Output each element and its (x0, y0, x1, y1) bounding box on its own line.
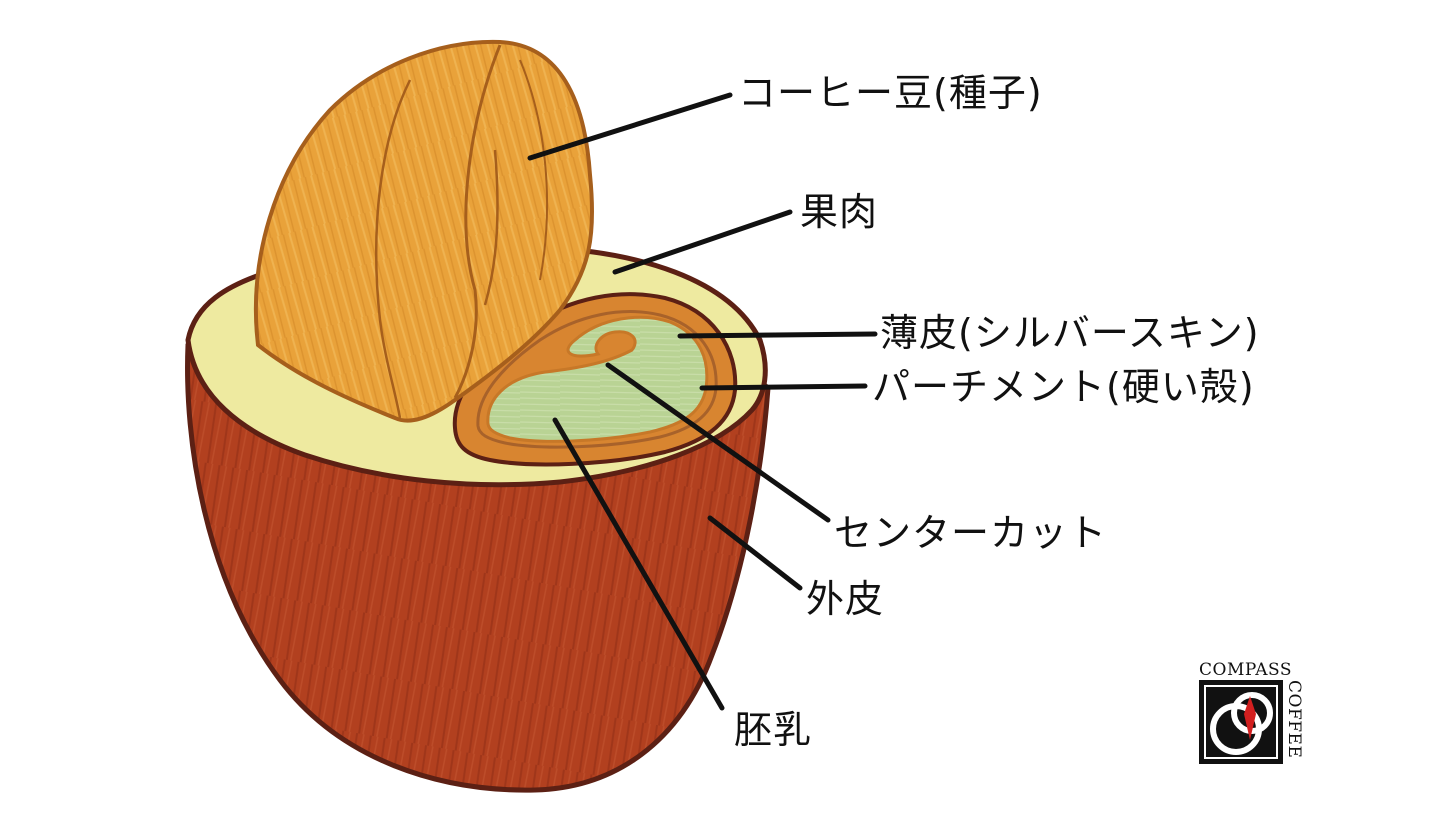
compass-coffee-logo: COMPASS COFFEE (1199, 660, 1304, 764)
logo-text-compass: COMPASS (1199, 660, 1292, 680)
label-coffee-bean: コーヒー豆(種子) (738, 71, 1043, 115)
logo-text-coffee: COFFEE (1284, 680, 1304, 758)
leader-line-silver-skin (677, 331, 878, 339)
endosperm-shape (486, 315, 709, 443)
bean-crease-line (519, 59, 549, 281)
label-outer-skin: 外皮 (806, 577, 885, 621)
leader-line-parchment (699, 383, 868, 391)
leader-line-endosperm (552, 417, 725, 711)
leader-line-outer-skin (707, 515, 803, 591)
bean-crease-line (453, 44, 502, 399)
label-silver-skin: 薄皮(シルバースキン) (880, 311, 1260, 355)
bean-crease-line (375, 79, 412, 419)
bean-crease-line (483, 149, 499, 306)
leader-line-coffee-bean (527, 92, 733, 161)
coffee-bean-shape (253, 39, 595, 423)
compass-needle-icon (1244, 696, 1256, 740)
silver-skin-shape (476, 310, 718, 449)
label-pulp: 果肉 (800, 190, 879, 234)
label-endosperm: 胚乳 (734, 708, 813, 752)
label-center-cut: センターカット (834, 511, 1108, 555)
label-parchment: パーチメント(硬い殻) (872, 365, 1255, 409)
leader-line-center-cut (605, 362, 831, 523)
leader-line-pulp (612, 209, 793, 275)
